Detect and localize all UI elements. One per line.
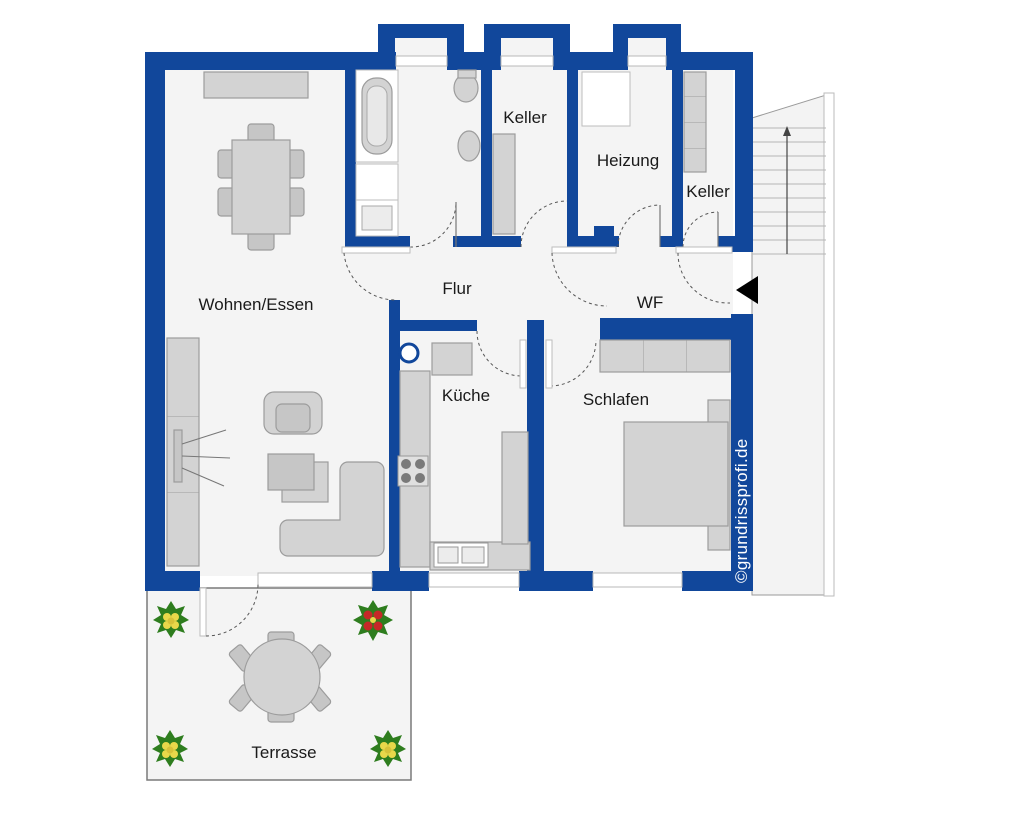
- windows: [257, 55, 683, 588]
- room-label-terrasse: Terrasse: [251, 743, 316, 762]
- interior-walls: [345, 68, 758, 580]
- terrace-furniture: [228, 631, 332, 723]
- kitchen-fixtures: [397, 342, 531, 571]
- doors: [199, 200, 733, 637]
- room-label-heizung: Heizung: [597, 151, 659, 170]
- exterior-walls: [145, 52, 753, 591]
- flower-icon: [353, 600, 393, 641]
- room-label-wf: WF: [637, 293, 663, 312]
- plant-icon: [152, 730, 188, 767]
- room-label-kueche: Küche: [442, 386, 490, 405]
- plant-icon: [370, 730, 406, 767]
- living-dining-furniture: [166, 71, 385, 567]
- room-label-keller: Keller: [503, 108, 547, 127]
- room-label-flur: Flur: [442, 279, 472, 298]
- room-label-keller-2: Keller: [686, 182, 730, 201]
- staircase: [751, 92, 835, 597]
- watermark: ©grundrissprofi.de: [732, 438, 751, 583]
- bathroom-fixtures: [355, 69, 481, 237]
- room-label-schlafen: Schlafen: [583, 390, 649, 409]
- room-label-wohnen-essen: Wohnen/Essen: [199, 295, 314, 314]
- bedroom-furniture: [599, 339, 731, 551]
- plant-icon: [153, 601, 189, 638]
- keller-shelves: [492, 71, 707, 235]
